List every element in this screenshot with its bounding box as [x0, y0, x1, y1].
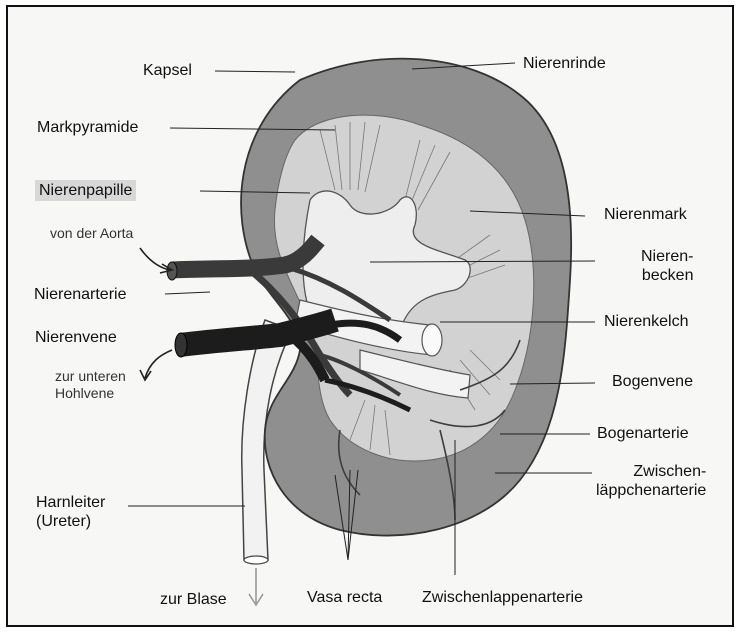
- label-nierenbecken: Nieren- becken: [641, 247, 693, 285]
- label-nierenarterie: Nierenarterie: [34, 285, 126, 304]
- label-nierenkelch: Nierenkelch: [604, 312, 688, 331]
- label-zur-blase: zur Blase: [160, 590, 227, 609]
- label-zwischenlaeppchenarterie: Zwischen- läppchenarterie: [596, 462, 706, 500]
- label-markpyramide: Markpyramide: [37, 118, 138, 137]
- label-nierenrinde: Nierenrinde: [523, 54, 606, 73]
- label-nierenmark: Nierenmark: [604, 205, 687, 224]
- label-zur-unteren-hohlvene: zur unteren Hohlvene: [55, 368, 126, 402]
- label-kapsel: Kapsel: [143, 61, 192, 80]
- label-zwischenlappenarterie: Zwischenlappenarterie: [422, 588, 583, 607]
- label-bogenvene: Bogenvene: [612, 372, 693, 391]
- label-nierenvene: Nierenvene: [35, 328, 117, 347]
- label-vasa-recta: Vasa recta: [307, 588, 382, 607]
- label-nierenpapille: Nierenpapille: [35, 180, 136, 201]
- label-von-der-aorta: von der Aorta: [50, 225, 133, 242]
- label-harnleiter: Harnleiter (Ureter): [36, 493, 105, 531]
- label-bogenarterie: Bogenarterie: [597, 424, 689, 443]
